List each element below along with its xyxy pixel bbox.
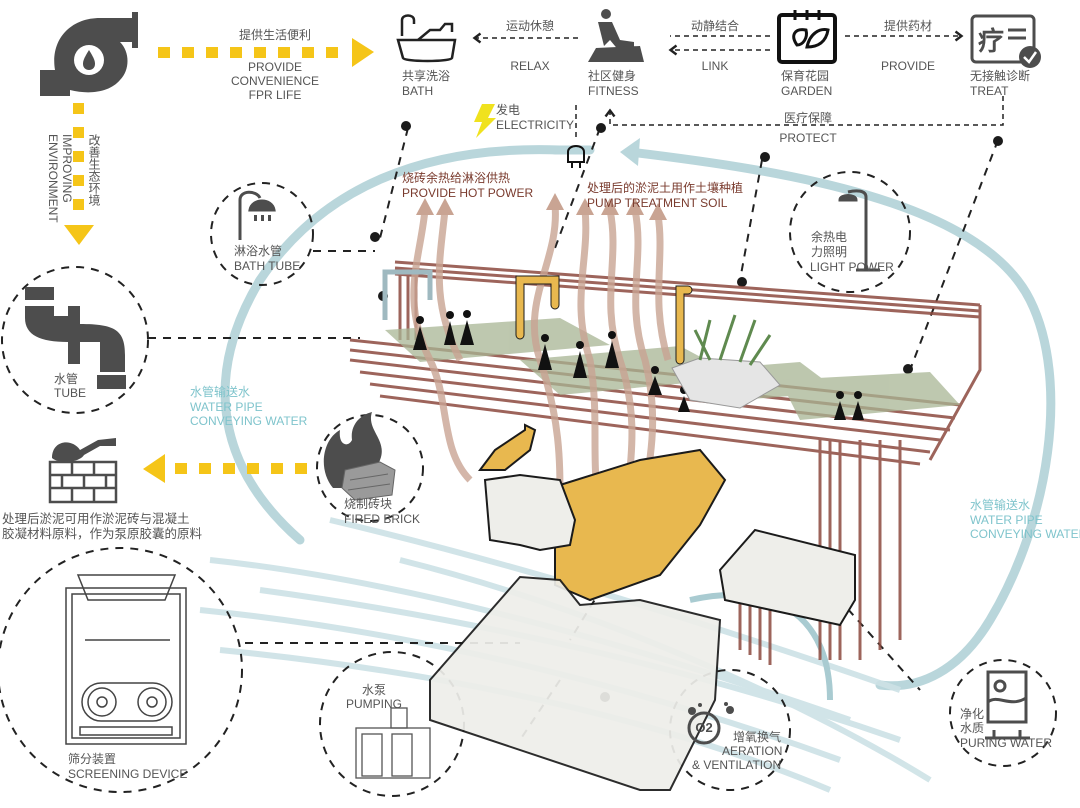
street-lamp-icon [838, 189, 880, 272]
puring-zh2: 水质 [960, 721, 985, 735]
provide-zh: 提供药材 [883, 19, 932, 33]
garden-zh: 保育花园 [781, 69, 830, 83]
people-silhouettes [413, 310, 864, 420]
flow-right-en1: PROVIDE [247, 60, 302, 74]
shower-icon [238, 190, 276, 240]
treatment-icon: 疗 [970, 14, 1041, 68]
pumping-zh: 水泵 [362, 683, 387, 697]
top-connectors [472, 30, 1004, 140]
purification-box [718, 528, 856, 627]
relax-zh: 运动休憩 [505, 19, 554, 33]
planter-box [671, 314, 781, 409]
protect-zh: 医疗保障 [783, 111, 832, 125]
bath-zh: 共享洗浴 [402, 69, 451, 83]
water-pump-icon [40, 12, 138, 96]
bath-en: BATH [402, 84, 434, 98]
pipe-icon [25, 287, 126, 389]
bath-tube-en: BATH TUBE [234, 259, 301, 273]
pump-icon [355, 707, 431, 779]
water-pipe-right-en2: CONVEYING WATER [970, 527, 1080, 541]
water-pipe-right-en1: WATER PIPE [970, 513, 1043, 527]
soil-en: PUMP TREATMENT SOIL [587, 196, 728, 210]
water-pipe-left-zh: 水管输送水 [190, 385, 251, 399]
flow-down-en2: ENVIRONMENT [46, 134, 60, 223]
tank-cluster [483, 473, 577, 552]
link-zh: 动静结合 [690, 19, 739, 33]
puring-zh1: 净化 [960, 707, 985, 721]
aeration-en1: AERATION [722, 744, 783, 758]
provide-en: PROVIDE [880, 59, 935, 73]
svg-text:疗: 疗 [978, 26, 1004, 57]
water-pipe-right-zh: 水管输送水 [970, 498, 1031, 512]
flow-right-en3: FPR LIFE [248, 88, 302, 102]
bathtub-icon [396, 14, 457, 63]
link-en: LINK [701, 59, 729, 73]
bath-pipe [382, 269, 433, 320]
digester-unit [554, 448, 727, 602]
relax-en: RELAX [510, 59, 550, 73]
light-power-zh1: 余热电 [811, 230, 848, 244]
lightning-icon [474, 104, 496, 138]
fitness-en: FITNESS [588, 84, 639, 98]
aeration-zh: 增氧换气 [733, 730, 782, 744]
hot-power-zh: 烧砖余热给淋浴供热 [402, 171, 511, 185]
fitness-zh: 社区健身 [588, 69, 637, 83]
brick-use-line2: 胶凝材料原料，作为泵原胶囊的原料 [2, 527, 203, 541]
o2-icon [687, 702, 734, 745]
water-loop [220, 145, 1056, 691]
electricity-zh: 发电 [496, 103, 521, 117]
trowel-icon [52, 438, 116, 462]
screening-zh: 筛分装置 [68, 752, 117, 766]
gold-duct [478, 423, 537, 471]
water-purifier-icon [985, 670, 1030, 740]
treat-en: TREAT [970, 84, 1009, 98]
fired-brick-zh: 烧制砖块 [344, 497, 393, 511]
electricity-en: ELECTRICITY [496, 118, 575, 132]
tube-zh: 水管 [54, 372, 79, 386]
soil-zh: 处理后的淤泥土用作土壤种植 [587, 181, 744, 195]
brick-wall-icon [48, 460, 118, 504]
garden-calendar-icon [777, 10, 837, 64]
screening-en: SCREENING DEVICE [68, 767, 188, 781]
water-pipe-left-en1: WATER PIPE [190, 400, 263, 414]
fired-brick-en: FIRED BRICK [344, 512, 421, 526]
light-power-en: LIGHT POWER [810, 260, 894, 274]
yellow-arrow-down [64, 103, 94, 245]
hot-power-en: PROVIDE HOT POWER [402, 186, 534, 200]
pumping-en: PUMPING [346, 697, 403, 711]
yellow-arrow-left [143, 454, 307, 483]
flow-down-en1: IMPROVING [60, 134, 74, 203]
bath-tube-zh: 淋浴水管 [234, 244, 283, 258]
fitness-icon [588, 9, 644, 62]
treat-zh: 无接触诊断 [970, 69, 1031, 83]
fire-brick-icon [323, 412, 396, 501]
shower-drops [254, 215, 271, 221]
water-loop-arrowhead [620, 138, 640, 166]
flow-down-zh: 改善生态环境 [87, 134, 101, 206]
base-slab [429, 575, 722, 791]
puring-en: PURING WATER [960, 736, 1052, 750]
gold-pipes [516, 276, 692, 364]
tube-en: TUBE [54, 386, 87, 400]
water-pipe-left-en2: CONVEYING WATER [190, 414, 308, 428]
screening-device-icon [65, 574, 187, 745]
protect-en: PROTECT [779, 131, 837, 145]
heat-arrowheads [416, 193, 667, 220]
yellow-arrow-right [158, 38, 374, 67]
flow-right-en2: CONVENIENCE [230, 74, 319, 88]
plug-icon [567, 145, 585, 168]
brick-use-line1: 处理后淤泥可用作淤泥砖与混凝土 [2, 512, 190, 526]
flow-right-zh: 提供生活便利 [238, 28, 311, 42]
o2-label: O2 [695, 720, 713, 735]
aeration-en2: & VENTILATION [692, 758, 782, 772]
garden-en: GARDEN [781, 84, 833, 98]
light-power-zh2: 力照明 [811, 245, 848, 259]
